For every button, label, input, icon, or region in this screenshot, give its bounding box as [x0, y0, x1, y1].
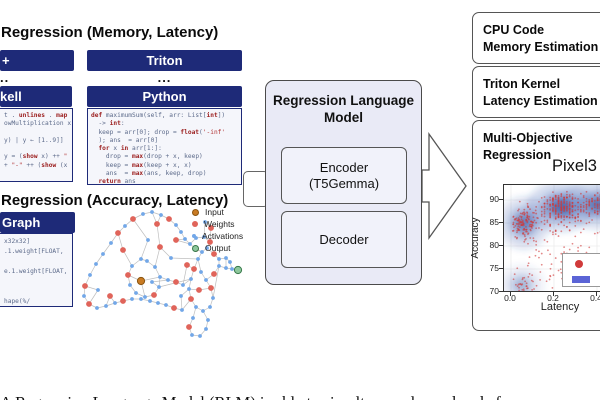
- output-box-latency-line1: Triton Kernel: [483, 77, 561, 91]
- tick-mark: [499, 268, 503, 269]
- middle-ellipsis: ...: [157, 70, 172, 85]
- decoder-box: Decoder: [281, 211, 407, 268]
- scatter-legend-patch: [572, 276, 590, 283]
- graph-header-bar: Graph: [0, 212, 75, 233]
- tick-label: 0.4: [590, 293, 600, 303]
- output-box-latency: Triton Kernel Latency Estimation: [472, 66, 600, 118]
- haskell-header-bar: kell: [0, 86, 72, 107]
- graph-legend-row: Activations: [192, 230, 243, 242]
- python-header-bar: Python: [87, 86, 242, 107]
- cpp-header-label: +: [2, 53, 10, 68]
- tick-mark: [499, 222, 503, 223]
- graph-legend-row: Input: [192, 206, 243, 218]
- weights-marker-icon: [192, 221, 198, 227]
- graph-header-label: Graph: [2, 215, 41, 230]
- network-graph: [82, 210, 243, 338]
- tick-label: 90: [489, 194, 499, 204]
- tick-label: 0.0: [504, 293, 516, 303]
- scatter-xlabel: Latency: [540, 301, 580, 313]
- graph-code: x32x32].1.weight[FLOAT, e.1.weight[FLOAT…: [4, 238, 68, 305]
- right-arrow-icon: [422, 131, 467, 241]
- python-code: def maximumSum(self, arr: List[int]) -> …: [91, 112, 226, 186]
- scatter-plot: [504, 185, 600, 291]
- input-connector-tab: [243, 171, 269, 207]
- encoder-box: Encoder (T5Gemma): [281, 147, 407, 204]
- output-box-memory-line2: Memory Estimation: [483, 40, 599, 54]
- caption: A Regression Language Model (RLM) is abl…: [0, 348, 600, 400]
- output-box-multiobjective-line2: Regression: [483, 148, 552, 162]
- graph-legend-label: Input: [205, 207, 224, 217]
- triton-header-label: Triton: [146, 53, 183, 68]
- tick-label: 80: [489, 240, 499, 250]
- output-box-memory: CPU Code Memory Estimation: [472, 12, 600, 64]
- python-code-panel: def maximumSum(self, arr: List[int]) -> …: [87, 108, 242, 185]
- scatter-title: Pixel3: [552, 157, 597, 175]
- graph-legend-row: Weights: [192, 218, 243, 230]
- graph-code-panel: x32x32].1.weight[FLOAT, e.1.weight[FLOAT…: [0, 233, 73, 307]
- scatter-legend: [562, 253, 600, 287]
- tick-label: 85: [489, 217, 499, 227]
- tick-mark: [499, 245, 503, 246]
- graph-legend-row: Output: [192, 242, 243, 254]
- tick-label: 70: [489, 286, 499, 296]
- scatter-ylabel: Accuracy: [470, 217, 481, 259]
- encoder-label: Encoder (T5Gemma): [308, 159, 380, 191]
- scatter-legend-dot: [575, 260, 583, 268]
- decoder-label: Decoder: [319, 231, 369, 247]
- tick-label: 0.2: [547, 293, 559, 303]
- left-ellipsis: ...: [0, 70, 8, 85]
- rlm-title: Regression Language Model: [272, 93, 415, 125]
- heading-accuracy-latency: Regression (Accuracy, Latency): [1, 192, 229, 209]
- graph-legend-label: Output: [205, 243, 231, 253]
- tick-mark: [553, 292, 554, 296]
- cpp-header-bar: +: [0, 50, 74, 71]
- tick-mark: [510, 292, 511, 296]
- haskell-header-label: kell: [0, 89, 22, 104]
- tick-label: 75: [489, 263, 499, 273]
- python-header-label: Python: [142, 89, 187, 104]
- output-box-multiobjective-line1: Multi-Objective: [483, 131, 573, 145]
- graph-legend-label: Activations: [202, 231, 244, 241]
- input-marker-icon: [192, 208, 199, 216]
- tick-mark: [499, 199, 503, 200]
- tick-mark: [499, 291, 503, 292]
- output-box-memory-line1: CPU Code: [483, 23, 545, 37]
- output-marker-icon: [192, 244, 199, 252]
- graph-legend-label: Weights: [204, 219, 235, 229]
- caption-line1: A Regression Language Model (RLM) is abl…: [0, 392, 600, 400]
- triton-header-bar: Triton: [87, 50, 242, 71]
- output-box-latency-line2: Latency Estimation: [483, 94, 598, 108]
- tick-mark: [596, 292, 597, 296]
- heading-memory-latency: Regression (Memory, Latency): [1, 24, 219, 41]
- activations-marker-icon: [192, 234, 196, 238]
